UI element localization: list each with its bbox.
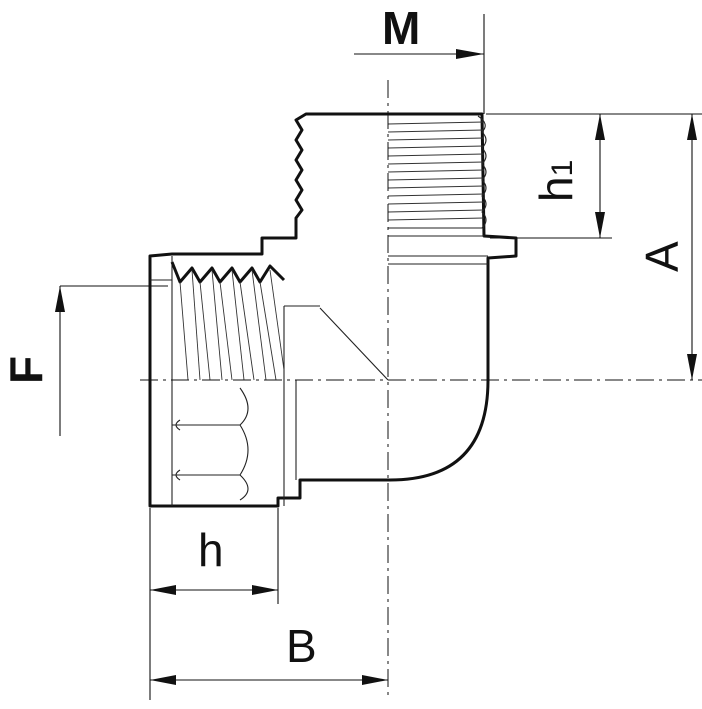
upper-thread-lines xyxy=(387,115,488,265)
fitting-body-outline xyxy=(148,112,518,508)
label-h: h xyxy=(198,524,224,576)
hex-section xyxy=(172,387,249,501)
label-a: A xyxy=(636,241,688,272)
label-h1: h1 xyxy=(530,160,582,202)
label-b: B xyxy=(286,620,317,672)
left-thread-profile xyxy=(170,261,286,284)
dimension-f: F xyxy=(0,285,168,436)
dimension-b: B xyxy=(150,620,388,685)
label-f: F xyxy=(0,356,52,384)
center-lines xyxy=(140,80,702,700)
left-thread-lines xyxy=(179,269,285,381)
left-flange xyxy=(150,256,389,506)
dimension-h: h xyxy=(149,508,279,700)
label-m: M xyxy=(382,2,420,54)
dimension-m: M xyxy=(354,2,485,114)
dimension-h1: h1 xyxy=(486,113,612,239)
dimension-a: A xyxy=(612,113,702,380)
